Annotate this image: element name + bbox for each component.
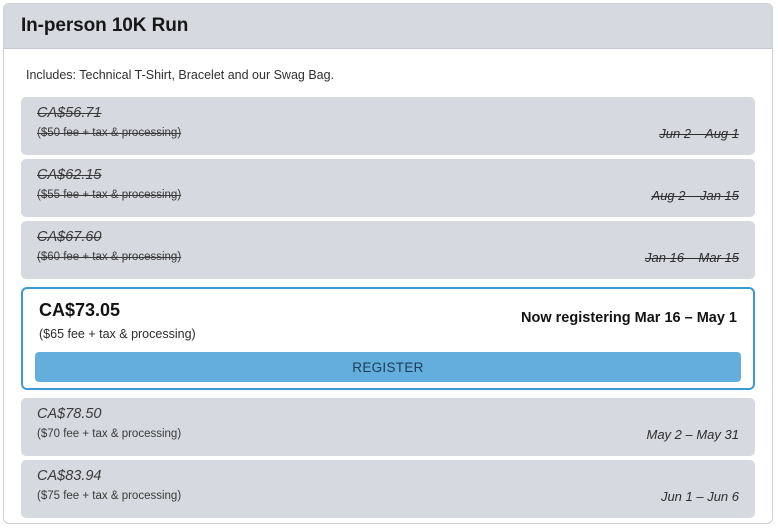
tier-fee-note: ($75 fee + tax & processing) <box>37 489 182 502</box>
pricing-card: In-person 10K Run Includes: Technical T-… <box>3 3 773 524</box>
pricing-tier-row: CA$67.60 ($60 fee + tax & processing) Ja… <box>21 221 755 279</box>
status-badge: Now registering Mar 16 – May 1 <box>521 310 737 326</box>
tier-fee-note: ($70 fee + tax & processing) <box>37 427 182 440</box>
card-body: Includes: Technical T-Shirt, Bracelet an… <box>4 49 772 518</box>
tier-date-range: Aug 2 – Jan 15 <box>651 188 739 203</box>
tier-date-range: Jan 16 – Mar 15 <box>645 250 739 265</box>
tier-fee-note: ($55 fee + tax & processing) <box>37 188 182 201</box>
tier-fee-note: ($60 fee + tax & processing) <box>37 250 182 263</box>
tier-date-range: Jun 2 – Aug 1 <box>659 126 739 141</box>
active-price-group: CA$73.05 ($65 fee + tax & processing) <box>39 300 196 341</box>
tier-price: CA$62.15 <box>37 167 102 183</box>
active-tier-price: CA$73.05 <box>39 300 121 320</box>
tier-fee-note: ($50 fee + tax & processing) <box>37 126 182 139</box>
register-button[interactable]: REGISTER <box>35 351 741 382</box>
active-tier-fee-note: ($65 fee + tax & processing) <box>39 326 196 341</box>
tier-price-group: CA$56.71 ($50 fee + tax & processing) <box>37 106 181 139</box>
tier-price-group: CA$62.15 ($55 fee + tax & processing) <box>37 168 181 201</box>
active-tier-header: CA$73.05 ($65 fee + tax & processing) No… <box>35 300 741 341</box>
tier-price-group: CA$78.50 ($70 fee + tax & processing) <box>37 407 181 440</box>
tier-date-range: May 2 – May 31 <box>646 427 740 442</box>
tier-price: CA$83.94 <box>37 468 102 484</box>
pricing-tier-row: CA$78.50 ($70 fee + tax & processing) Ma… <box>21 398 755 456</box>
tier-price: CA$78.50 <box>37 406 102 422</box>
page-title: In-person 10K Run <box>21 15 189 36</box>
includes-description: Includes: Technical T-Shirt, Bracelet an… <box>26 68 335 82</box>
tier-price: CA$56.71 <box>37 105 102 121</box>
pricing-tier-row: CA$56.71 ($50 fee + tax & processing) Ju… <box>21 97 755 155</box>
active-pricing-tier: CA$73.05 ($65 fee + tax & processing) No… <box>21 287 755 390</box>
tier-price-group: CA$83.94 ($75 fee + tax & processing) <box>37 469 181 502</box>
pricing-tier-list: CA$56.71 ($50 fee + tax & processing) Ju… <box>21 97 755 518</box>
pricing-tier-row: CA$83.94 ($75 fee + tax & processing) Ju… <box>21 460 755 518</box>
tier-price-group: CA$67.60 ($60 fee + tax & processing) <box>37 230 181 263</box>
pricing-tier-row: CA$62.15 ($55 fee + tax & processing) Au… <box>21 159 755 217</box>
card-header: In-person 10K Run <box>4 4 772 49</box>
tier-price: CA$67.60 <box>37 229 102 245</box>
tier-date-range: Jun 1 – Jun 6 <box>660 489 739 504</box>
